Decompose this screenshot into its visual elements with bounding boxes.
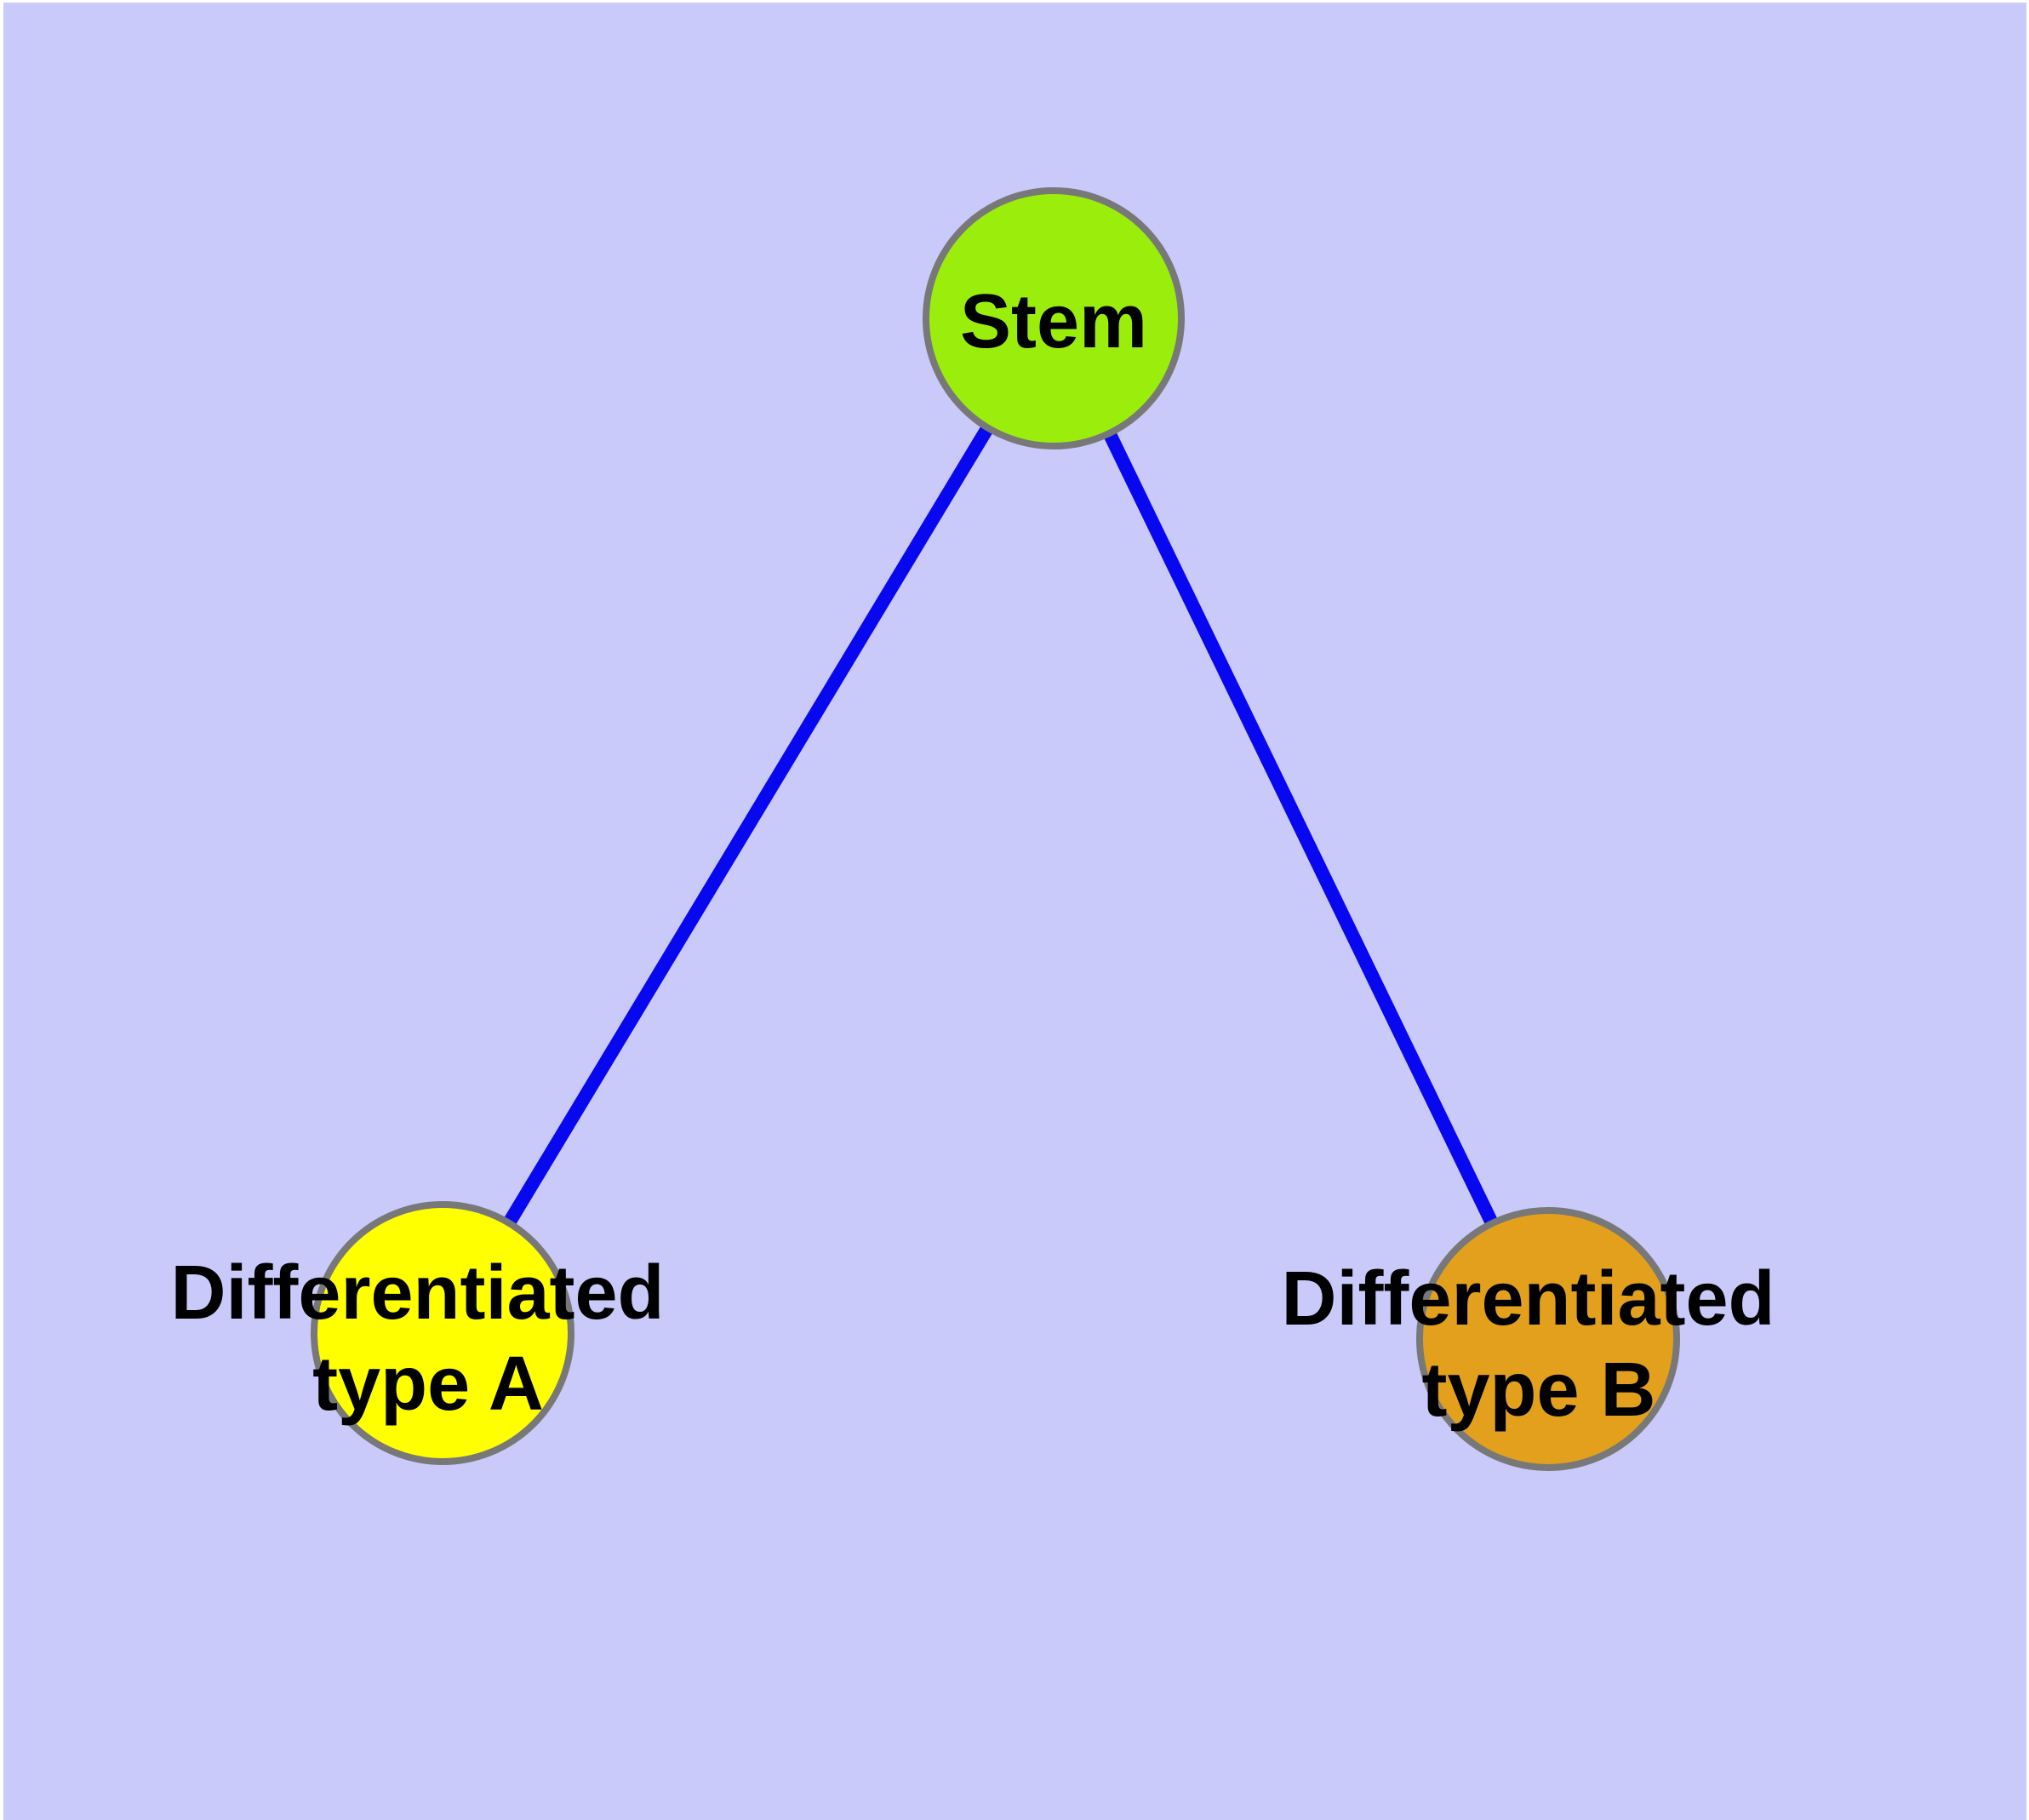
type-a-label-line-2: type A	[312, 1342, 544, 1427]
type-a-label-line-1: Differentiated	[170, 1251, 664, 1336]
type-a-node-label: Differentiated type A	[170, 1251, 685, 1427]
type-a-node-circle	[311, 1201, 574, 1465]
edges	[437, 314, 1555, 1342]
type-b-label-line-1: Differentiated	[1281, 1256, 1775, 1342]
stem-node-label: Stem	[960, 279, 1147, 364]
node-differentiated-type-b: Differentiated type B	[1281, 1207, 1796, 1471]
edge-stem-to-type-b	[1047, 315, 1555, 1342]
edge-stem-to-type-a	[437, 314, 1060, 1337]
stem-node-circle	[923, 187, 1185, 449]
node-differentiated-type-a: Differentiated type A	[170, 1201, 685, 1465]
type-b-node-circle	[1416, 1207, 1680, 1471]
node-stem: Stem	[923, 187, 1185, 449]
type-b-label-line-2: type B	[1421, 1348, 1655, 1433]
type-b-node-label: Differentiated type B	[1281, 1256, 1796, 1433]
